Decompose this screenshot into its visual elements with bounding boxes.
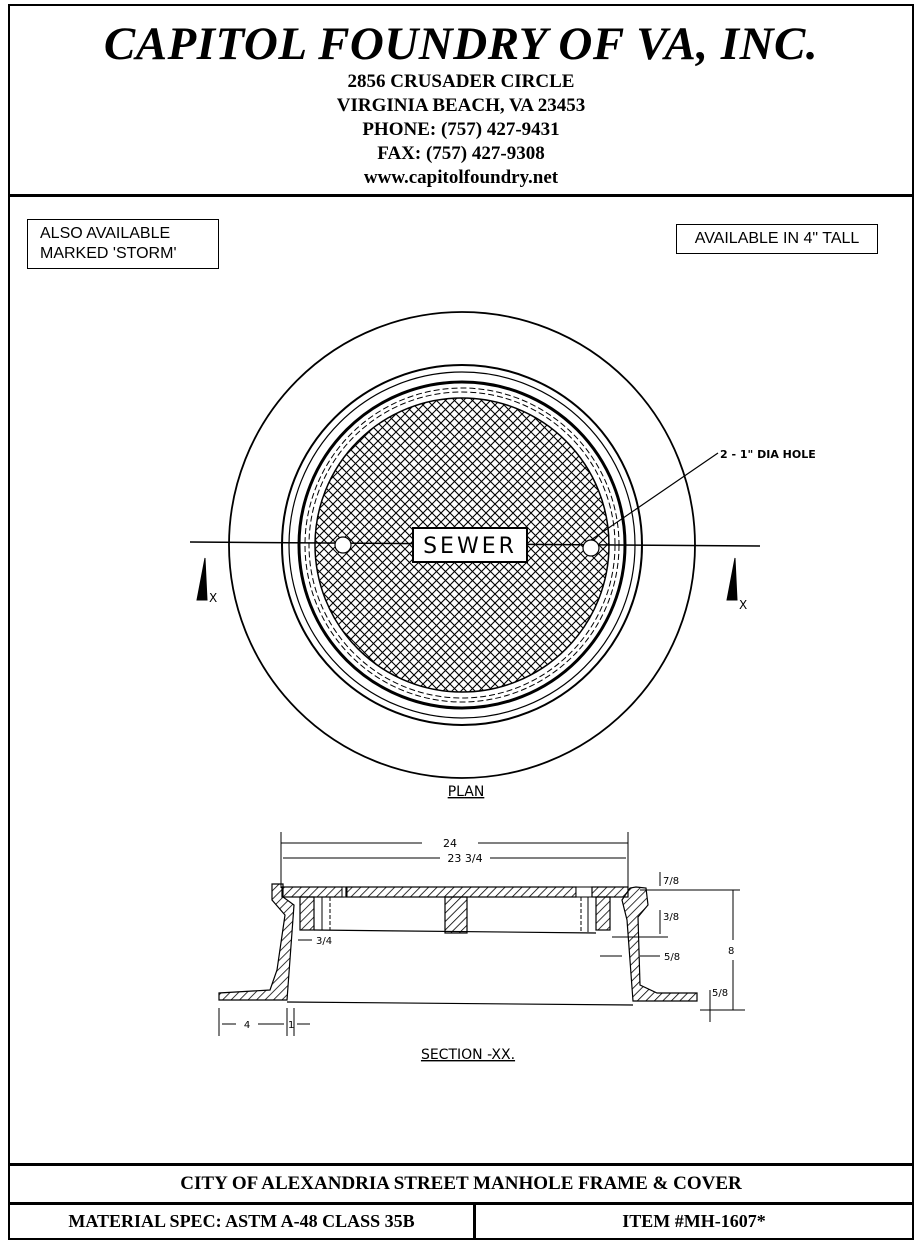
material-spec: MATERIAL SPEC: ASTM A-48 CLASS 35B <box>10 1202 476 1238</box>
dim-lid-thickness: 7/8 <box>663 876 679 887</box>
dim-flange-width: 4 <box>244 1020 250 1031</box>
pick-hole-left <box>334 536 352 554</box>
phone: PHONE: (757) 427-9431 <box>362 119 560 140</box>
website[interactable]: www.capitolfoundry.net <box>363 167 559 188</box>
storm-note-line1: ALSO AVAILABLE <box>40 225 171 242</box>
dim-wall-base: 1 <box>288 1020 294 1031</box>
fax: FAX: (757) 427-9308 <box>377 143 545 164</box>
hole-callout-leader <box>590 452 719 541</box>
dim-inner-diameter: 23 3/4 <box>447 852 482 865</box>
section-arrow-right-icon <box>726 557 738 601</box>
dim-flange-thickness: 5/8 <box>712 988 728 999</box>
storm-note: ALSO AVAILABLE MARKED 'STORM' <box>27 219 219 269</box>
section-title: SECTION -XX. <box>421 1047 515 1063</box>
address-line2: VIRGINIA BEACH, VA 23453 <box>336 95 586 116</box>
section-marker-right: X <box>739 598 747 612</box>
dim-outer-diameter: 24 <box>443 837 457 850</box>
hole-callout: 2 - 1" DIA HOLE <box>720 448 816 461</box>
plan-view <box>189 311 761 779</box>
address-line1: 2856 CRUSADER CIRCLE <box>347 71 575 92</box>
sewer-label-box <box>412 527 528 563</box>
dim-skirt: 3/8 <box>663 912 679 923</box>
item-number: ITEM #MH-1607* <box>622 1211 766 1231</box>
page-border <box>8 4 914 1240</box>
tall-note: AVAILABLE IN 4" TALL <box>676 224 878 254</box>
dim-height: 8 <box>728 946 734 957</box>
product-title: CITY OF ALEXANDRIA STREET MANHOLE FRAME … <box>10 1163 912 1205</box>
company-name: CAPITOL FOUNDRY OF VA, INC. <box>103 18 819 70</box>
section-marker-left: X <box>209 591 217 605</box>
dimension-lines <box>218 832 745 1036</box>
section-view <box>218 832 745 1036</box>
dim-gap: 3/4 <box>316 936 332 947</box>
plan-title: PLAN <box>448 784 485 800</box>
cover-text: SEWER <box>423 534 517 559</box>
storm-note-line2: MARKED 'STORM' <box>40 245 177 262</box>
header: CAPITOL FOUNDRY OF VA, INC. 2856 CRUSADE… <box>10 6 912 197</box>
pick-hole-right <box>582 539 600 557</box>
section-arrow-left-icon <box>196 557 208 601</box>
dim-wall: 5/8 <box>664 952 680 963</box>
